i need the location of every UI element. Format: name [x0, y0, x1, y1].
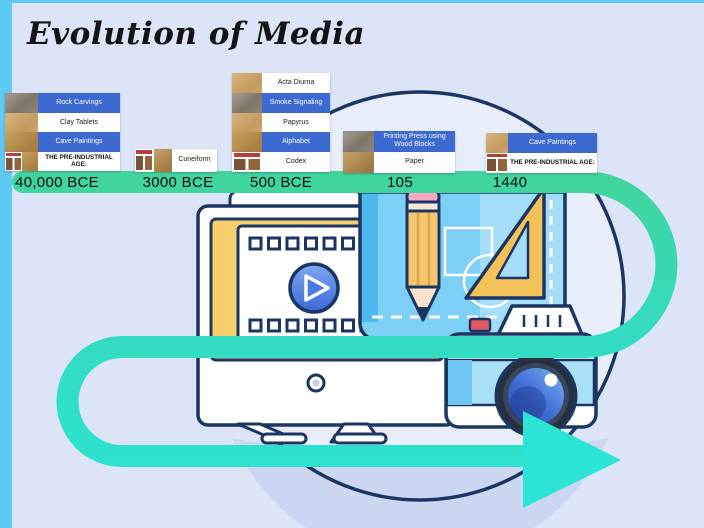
timeline-item: Alphabet — [232, 132, 330, 153]
parchment-thumbnail — [232, 112, 262, 133]
item-thumbnails — [486, 153, 508, 173]
timeline-item: Papyrus — [232, 112, 330, 133]
set-square-icon — [464, 186, 546, 300]
pencil-icon — [405, 188, 441, 322]
cave-thumbnail — [21, 151, 38, 172]
cave-thumbnail — [5, 132, 38, 152]
timeline-item: Codex — [232, 152, 330, 172]
item-thumbnails — [232, 73, 262, 93]
item-thumbnails — [232, 92, 262, 113]
timeline-item-label: Papyrus — [262, 112, 330, 133]
timeline-date: 105 — [387, 174, 413, 191]
item-thumbnails — [5, 93, 38, 113]
parchment-thumbnail — [5, 112, 38, 133]
stone-thumbnail — [232, 92, 262, 113]
top-border-strip — [0, 0, 704, 3]
timeline-date: 500 BCE — [249, 174, 313, 191]
item-thumbnails — [5, 132, 38, 152]
parchment-thumbnail — [232, 73, 262, 93]
cave-thumbnail — [232, 132, 262, 153]
item-thumbnails — [343, 130, 374, 152]
flow-arrow-icon — [12, 171, 678, 508]
timeline-item-label: Smoke Signaling — [262, 92, 330, 113]
timeline-item-label: Acta Diurna — [262, 73, 330, 93]
play-button-icon — [288, 262, 340, 314]
item-thumbnails — [343, 151, 374, 173]
timeline-item: Cave Paintings — [5, 132, 120, 152]
arrow-head-icon — [523, 411, 621, 508]
timeline-item: Cuneiform — [135, 148, 217, 172]
timeline-item-label: Cave Paintings — [508, 133, 597, 153]
timeline-date: 3000 BCE — [142, 174, 214, 191]
monitor-stand — [236, 373, 388, 445]
item-thumbnails — [5, 112, 38, 133]
timeline-item: Rock Carvings — [5, 93, 120, 113]
item-thumbnails — [486, 133, 508, 153]
item-thumbnails — [135, 148, 172, 172]
timeline-item-label: THE PRE-INDUSTRIAL AGE: — [508, 153, 597, 173]
slide-thumbnail — [5, 151, 22, 172]
bark-thumbnail — [153, 148, 172, 172]
timeline-item-label: Printing Press using Wood Blocks — [374, 130, 455, 152]
item-thumbnails — [232, 132, 262, 153]
timeline-item-label: THE PRE-INDUSTRIAL AGE: — [38, 151, 120, 172]
page-title: Evolution of Media — [27, 16, 366, 52]
item-thumbnails — [232, 112, 262, 133]
timeline-item: THE PRE-INDUSTRIAL AGE: — [486, 153, 597, 173]
timeline-item-label: Alphabet — [262, 132, 330, 153]
slide-thumbnail — [486, 153, 508, 173]
stone-thumbnail — [343, 130, 374, 152]
timeline-item-label: Cave Paintings — [38, 132, 120, 152]
timeline-item: THE PRE-INDUSTRIAL AGE: — [5, 151, 120, 172]
timeline-item-label: Paper — [374, 151, 455, 173]
timeline-item-label: Rock Carvings — [38, 93, 120, 113]
bark-thumbnail — [343, 151, 374, 173]
timeline-item: Printing Press using Wood Blocks — [343, 130, 455, 152]
timeline-item: Acta Diurna — [232, 73, 330, 93]
slide-thumbnail — [232, 152, 262, 172]
timeline-item: Smoke Signaling — [232, 92, 330, 113]
slide-thumbnail — [135, 148, 154, 172]
timeline-item-label: Clay Tablets — [38, 112, 120, 133]
camera-lens-icon — [494, 354, 578, 438]
item-thumbnails — [232, 152, 262, 172]
parchment-thumbnail — [486, 133, 508, 153]
stone-thumbnail — [5, 93, 38, 113]
timeline-date: 1440 — [492, 174, 528, 191]
timeline-item-label: Cuneiform — [172, 148, 217, 172]
timeline-item: Cave Paintings — [486, 133, 597, 153]
item-thumbnails — [5, 151, 38, 172]
timeline-item: Clay Tablets — [5, 112, 120, 133]
timeline-item: Paper — [343, 151, 455, 173]
timeline-date: 40,000 BCE — [15, 174, 99, 191]
timeline-item-label: Codex — [262, 152, 330, 172]
